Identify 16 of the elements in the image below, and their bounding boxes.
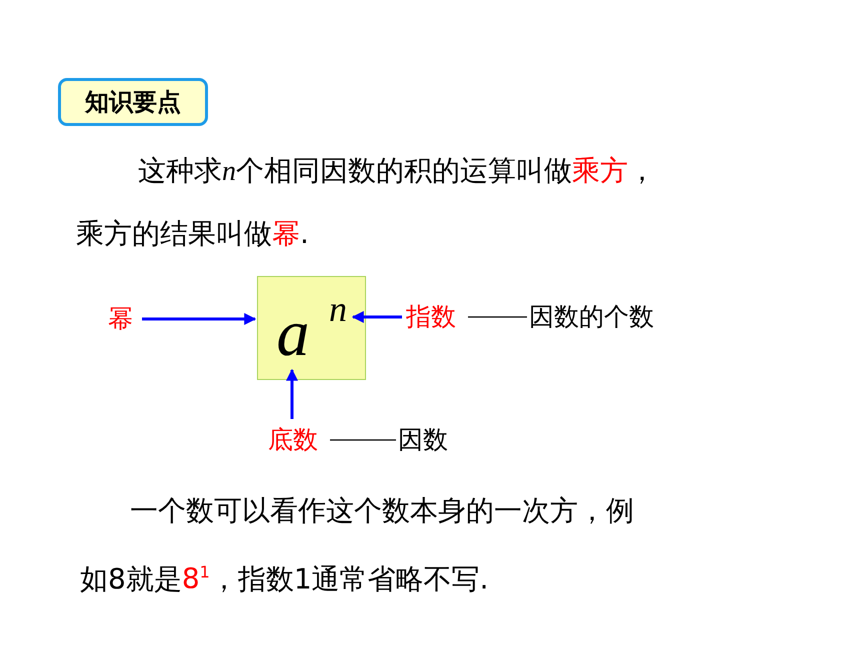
exponent-letter: n	[324, 291, 352, 327]
arrow	[352, 311, 402, 323]
term-label: 底数	[268, 423, 326, 457]
term-label: 指数	[406, 300, 464, 334]
paragraph: 一个数可以看作这个数本身的一次方，例如8就是8$^{1}$，指数1通常省略不写.	[80, 493, 635, 598]
term-label: 幂	[108, 302, 138, 336]
expression-box	[257, 276, 366, 380]
arrow	[286, 368, 298, 419]
arrow	[142, 313, 256, 325]
dash-line	[330, 439, 396, 441]
base-letter: a	[272, 299, 314, 369]
heading-tag: 知识要点	[58, 78, 208, 126]
term-meaning: 因数的个数	[529, 300, 671, 334]
paragraph: 这种求n个相同因数的积的运算叫做乘方，乘方的结果叫做幂.	[76, 153, 657, 252]
dash-line	[468, 316, 527, 318]
term-meaning: 因数	[398, 423, 456, 457]
